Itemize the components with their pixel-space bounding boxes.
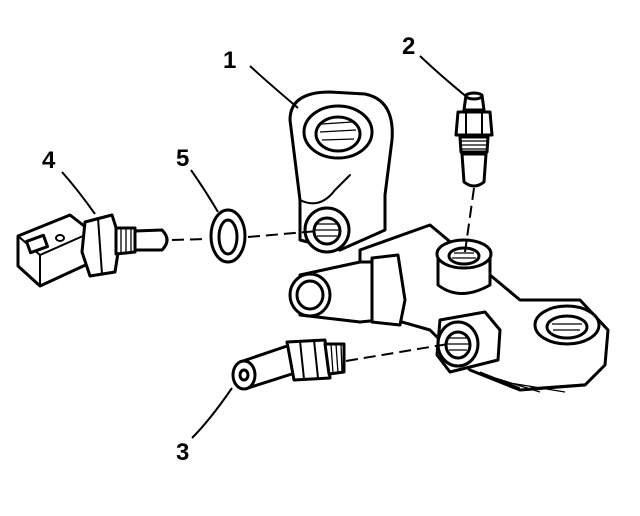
callout-3: 3	[176, 439, 189, 466]
callout-1: 1	[223, 47, 236, 74]
sender-part-4	[16, 213, 169, 288]
fitting-part-3	[231, 338, 346, 391]
washer-part-5	[209, 208, 247, 264]
housing-part-1	[288, 90, 610, 393]
installation-lines	[171, 187, 475, 362]
callout-2: 2	[402, 33, 415, 60]
leader-lines	[61, 55, 469, 439]
callout-5: 5	[176, 145, 189, 172]
sensor-part-2	[454, 91, 494, 188]
callout-4: 4	[42, 147, 56, 174]
